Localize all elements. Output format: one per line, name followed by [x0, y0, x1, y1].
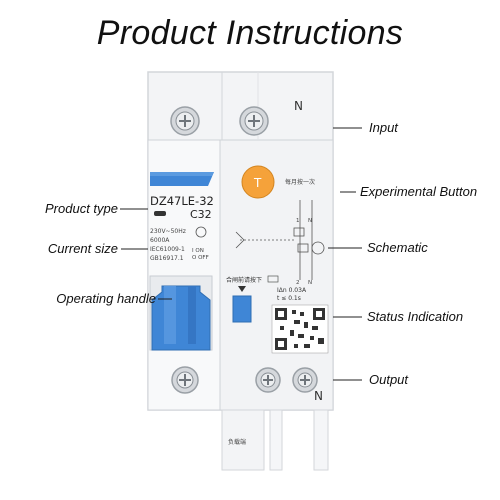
operating-handle	[149, 275, 213, 351]
bottom-screw-right	[292, 367, 318, 393]
top-screw-left	[170, 106, 200, 136]
terminal-bottom-n: N	[314, 389, 323, 403]
label-schematic: Schematic	[367, 240, 428, 255]
label-experimental-button: Experimental Button	[360, 184, 478, 199]
spec-current: 6000A	[150, 237, 170, 244]
schematic-drawing	[235, 200, 325, 280]
test-button	[241, 165, 275, 199]
schematic-num-2: 2	[296, 280, 300, 286]
status-indicator	[232, 295, 252, 323]
standard-1: IEC61009-1	[150, 246, 185, 253]
schematic-num-1: 1	[296, 218, 300, 224]
off-label: O OFF	[192, 255, 209, 261]
top-screw-right	[239, 106, 269, 136]
standard-2: GB16917.1	[150, 255, 184, 262]
trip-current: IΔn 0.03A	[277, 287, 307, 294]
label-product-type: Product type	[45, 201, 118, 216]
label-output: Output	[369, 372, 409, 387]
indicator-slot	[154, 211, 166, 216]
test-button-letter: T	[253, 176, 262, 190]
terminal-top-n: N	[294, 99, 303, 113]
load-tag-tab	[221, 409, 265, 471]
qr-code-icon	[271, 304, 329, 354]
schematic-num-n1: N	[308, 218, 312, 224]
cert-mark-icon	[195, 226, 207, 238]
page-title: Product Instructions	[96, 14, 404, 52]
close-note: 合闸前请按下	[226, 276, 262, 284]
trip-time: t ≤ 0.1s	[277, 295, 301, 302]
bottom-screw-left	[171, 366, 199, 394]
on-label: I ON	[192, 248, 204, 254]
bottom-screw-middle	[255, 367, 281, 393]
rcd-module	[219, 139, 334, 411]
label-operating-handle: Operating handle	[56, 291, 156, 306]
schematic-num-n2: N	[308, 280, 312, 286]
spec-voltage: 230V~50Hz	[150, 228, 186, 235]
load-tag-text: 负载端	[228, 438, 246, 446]
test-note: 每月按一次	[285, 178, 315, 186]
label-current-size: Current size	[47, 241, 118, 256]
model-text: DZ47LE-32	[150, 194, 214, 208]
label-input: Input	[369, 120, 398, 135]
rating-text: C32	[190, 208, 212, 221]
label-status-indication: Status Indication	[367, 309, 464, 324]
